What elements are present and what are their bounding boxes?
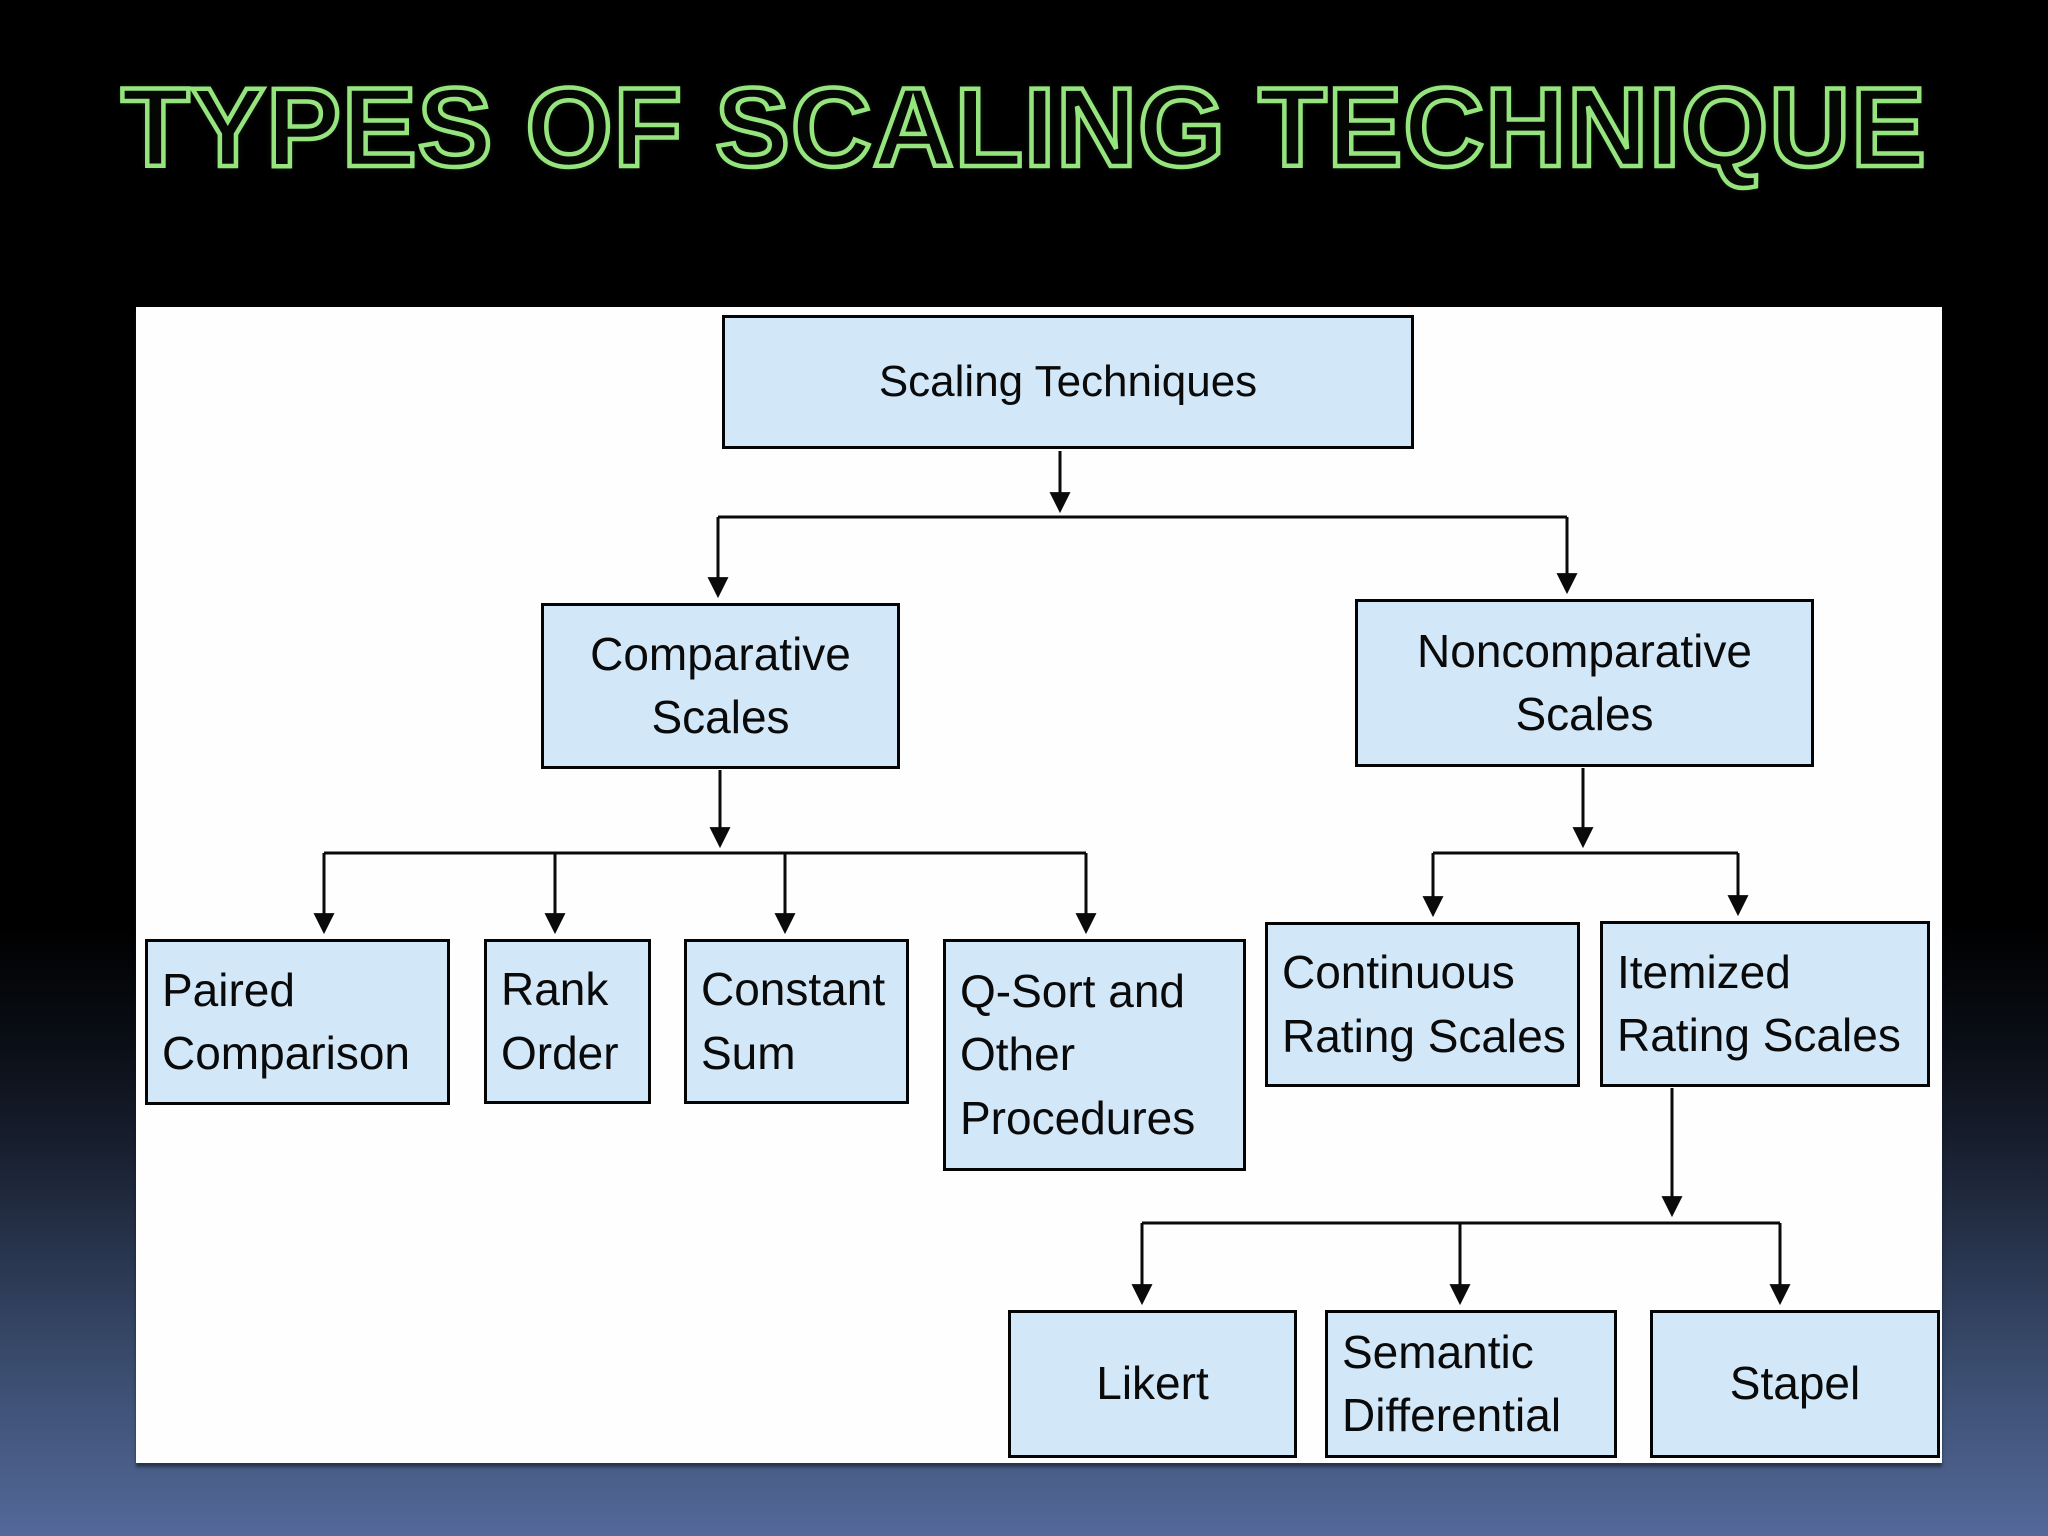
node-likert: Likert xyxy=(1008,1310,1297,1458)
node-label: Paired Comparison xyxy=(162,963,410,1079)
node-paired-comparison: Paired Comparison xyxy=(145,939,450,1105)
node-scaling-techniques: Scaling Techniques xyxy=(722,315,1414,449)
node-label: Continuous Rating Scales xyxy=(1282,946,1566,1062)
page-title: TYPES OF SCALING TECHNIQUE xyxy=(119,63,1928,193)
node-label: Noncomparative Scales xyxy=(1417,624,1752,740)
node-label: Scaling Techniques xyxy=(878,356,1258,406)
node-label: Comparative Scales xyxy=(590,627,851,743)
node-label: Constant Sum xyxy=(701,963,886,1079)
node-rank-order: Rank Order xyxy=(484,939,651,1104)
node-continuous-rating-scales: Continuous Rating Scales xyxy=(1265,922,1580,1087)
node-label: Semantic Differential xyxy=(1342,1325,1562,1441)
node-itemized-rating-scales: Itemized Rating Scales xyxy=(1600,921,1930,1087)
node-comparative-scales: Comparative Scales xyxy=(541,603,900,769)
node-constant-sum: Constant Sum xyxy=(684,939,909,1104)
diagram-panel xyxy=(136,307,1942,1463)
node-semantic-differential: Semantic Differential xyxy=(1325,1310,1617,1458)
node-label: Rank Order xyxy=(501,963,619,1079)
node-label: Likert xyxy=(1096,1357,1209,1410)
node-qsort-other-procedures: Q-Sort and Other Procedures xyxy=(943,939,1246,1171)
node-label: Q-Sort and Other Procedures xyxy=(960,964,1196,1144)
node-label: Stapel xyxy=(1729,1357,1861,1410)
node-stapel: Stapel xyxy=(1650,1310,1940,1458)
node-label: Itemized Rating Scales xyxy=(1617,945,1901,1061)
node-noncomparative-scales: Noncomparative Scales xyxy=(1355,599,1814,767)
